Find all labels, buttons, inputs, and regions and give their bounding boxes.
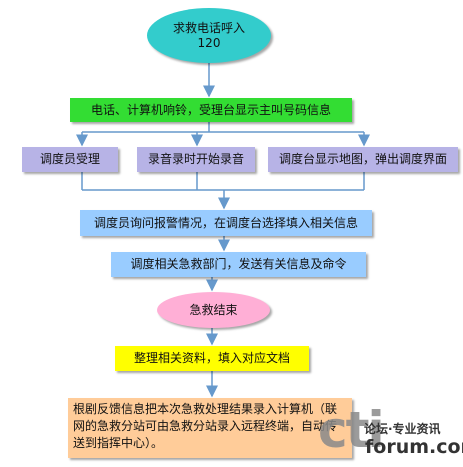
feedback-box: 根剧反馈信息把本次急救处理结果录入计算机（联网的急救分站可由急救分站录入远程终端…	[68, 398, 352, 458]
inquiry-label: 调度员询问报警情况，在调度台选择填入相关信息	[93, 215, 358, 230]
dispatch-label: 调度相关急救部门，发送有关信息及命令	[130, 257, 347, 271]
watermark-tagline: 论坛·专业资讯	[364, 420, 441, 437]
watermark-site: forum.com	[365, 436, 463, 458]
start-ellipse: 求救电话呼入 120	[147, 8, 271, 63]
branch-record-box: 录音录时开始录音	[137, 147, 255, 172]
end-ellipse: 急救结束	[157, 292, 270, 328]
ring-box: 电话、计算机响铃，受理台显示主叫号码信息	[70, 98, 352, 122]
feedback-label: 根剧反馈信息把本次急救处理结果录入计算机（联网的急救分站可由急救分站录入远程终端…	[73, 402, 338, 450]
watermark-logo: cti	[318, 401, 385, 459]
watermark-tagline-text: 论坛·专业资讯	[364, 422, 441, 436]
ring-label: 电话、计算机响铃，受理台显示主叫号码信息	[90, 102, 331, 117]
end-label: 急救结束	[189, 302, 238, 317]
branch-accept-box: 调度员受理	[22, 147, 118, 172]
dispatch-box: 调度相关急救部门，发送有关信息及命令	[111, 252, 366, 277]
branch-record-label: 录音录时开始录音	[147, 152, 244, 166]
watermark-logo-text: cti	[318, 401, 385, 459]
branch-accept-label: 调度员受理	[39, 152, 100, 166]
archive-label: 整理相关资料，填入对应文档	[133, 351, 290, 365]
start-label-line2: 120	[197, 35, 221, 50]
branch-map-box: 调度台显示地图，弹出调度界面	[268, 147, 458, 172]
archive-box: 整理相关资料，填入对应文档	[115, 346, 309, 371]
inquiry-box: 调度员询问报警情况，在调度台选择填入相关信息	[80, 210, 372, 236]
watermark-site-text: forum.com	[365, 436, 463, 458]
branch-map-label: 调度台显示地图，弹出调度界面	[278, 152, 447, 166]
start-label-line1: 求救电话呼入	[172, 20, 245, 35]
